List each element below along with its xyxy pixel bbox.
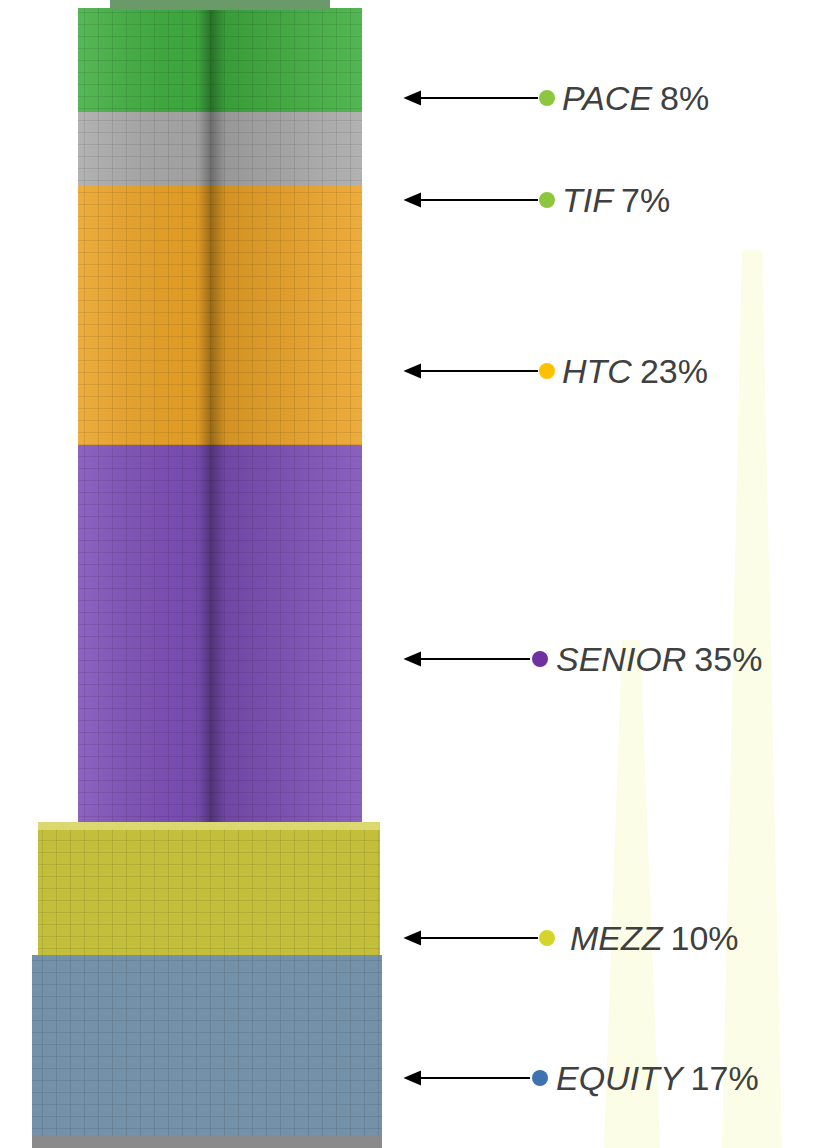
tranche-percent: 8% bbox=[660, 81, 709, 115]
label-dot bbox=[539, 930, 555, 946]
label-dot bbox=[532, 1070, 548, 1086]
tranche-name: HTC bbox=[562, 354, 632, 388]
podium-windows bbox=[38, 822, 380, 956]
tower-shading bbox=[78, 8, 362, 837]
leader-arrows bbox=[406, 92, 538, 1084]
base-windows bbox=[32, 955, 382, 1138]
tranche-percent: 17% bbox=[691, 1061, 759, 1095]
label-dot bbox=[532, 651, 548, 667]
tranche-name: PACE bbox=[562, 81, 652, 115]
tranche-name: EQUITY bbox=[556, 1061, 683, 1095]
label-dot bbox=[539, 192, 555, 208]
tranche-name: SENIOR bbox=[556, 642, 686, 676]
label-dot bbox=[539, 90, 555, 106]
tranche-name: TIF bbox=[562, 183, 613, 217]
mezz-band bbox=[38, 822, 380, 956]
tranche-name: MEZZ bbox=[570, 921, 663, 955]
tower-windows bbox=[78, 8, 362, 837]
tranche-percent: 35% bbox=[694, 642, 762, 676]
tranche-percent: 23% bbox=[640, 354, 708, 388]
light-beam bbox=[722, 250, 782, 1148]
podium-ledge bbox=[38, 822, 380, 830]
ground-line bbox=[32, 1136, 382, 1148]
tranche-percent: 10% bbox=[671, 921, 739, 955]
label-dot bbox=[539, 363, 555, 379]
tranche-percent: 7% bbox=[621, 183, 670, 217]
tower-crown bbox=[110, 0, 330, 10]
equity-band bbox=[32, 955, 382, 1138]
